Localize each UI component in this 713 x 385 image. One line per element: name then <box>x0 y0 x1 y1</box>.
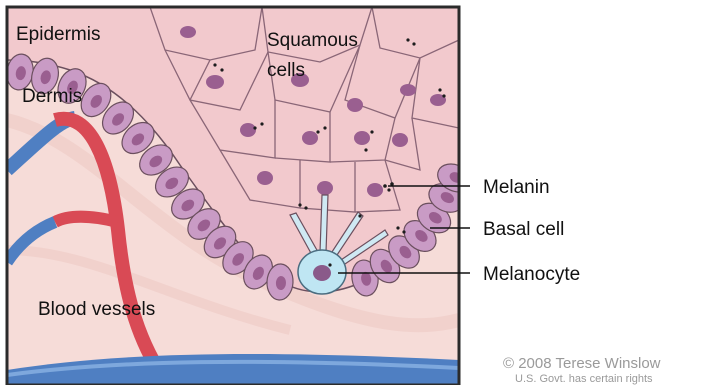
melanin-label: Melanin <box>483 177 550 198</box>
basal-cell-label: Basal cell <box>483 219 564 240</box>
dermis-label: Dermis <box>22 86 82 107</box>
squamous-label-line2: cells <box>267 60 305 81</box>
epidermis-label: Epidermis <box>16 24 100 45</box>
melanocyte-nucleus <box>313 265 331 281</box>
melanocyte-label: Melanocyte <box>483 264 580 285</box>
blood-vessels-label: Blood vessels <box>38 299 155 320</box>
squamous-label-line1: Squamous <box>267 30 358 51</box>
blood-vessel-red-branch <box>55 217 118 222</box>
rights-notice: U.S. Govt. has certain rights <box>515 373 653 385</box>
copyright-credit: © 2008 Terese Winslow <box>503 355 661 372</box>
